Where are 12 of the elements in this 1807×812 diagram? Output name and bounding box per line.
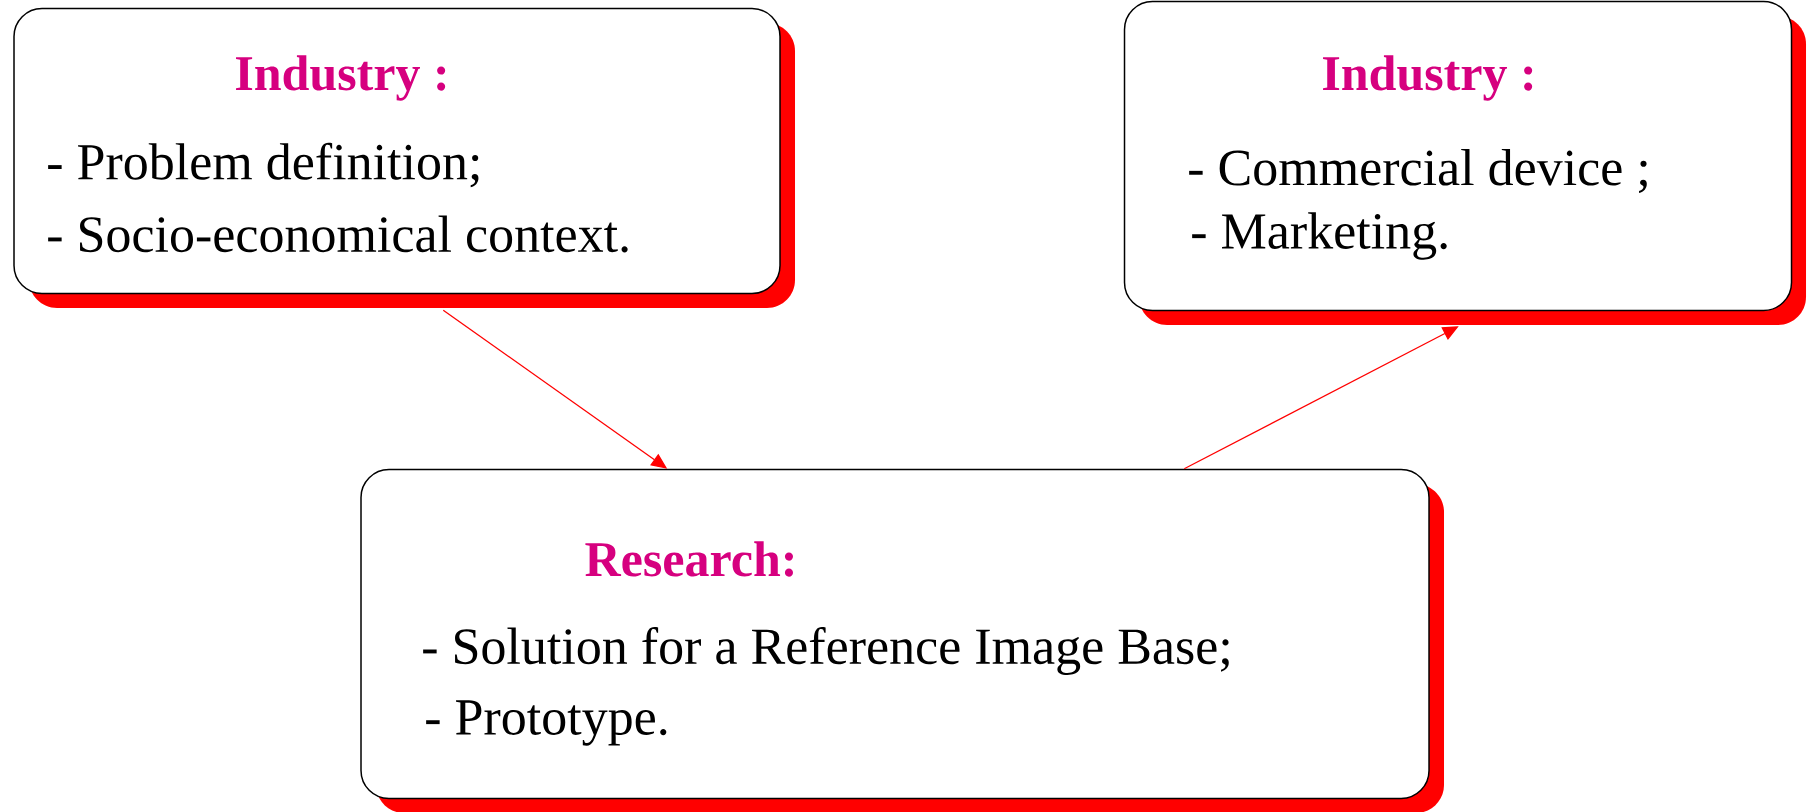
heading: Industry : <box>1323 55 1533 101</box>
heading: Research: <box>585 541 793 577</box>
list-item: - Commercial device ; <box>1189 148 1647 194</box>
text-box <box>360 468 1444 812</box>
text-box <box>13 7 795 308</box>
list-item: - Prototype. <box>426 700 667 746</box>
list-item: - Socio-economical context. <box>48 215 628 253</box>
text-box <box>1123 0 1806 325</box>
heading: Industry : <box>236 55 446 101</box>
list-item: - Marketing. <box>1192 212 1447 260</box>
list-item: - Solution for a Reference Image Base; <box>423 627 1229 675</box>
list-item: - Problem definition; <box>48 142 479 188</box>
